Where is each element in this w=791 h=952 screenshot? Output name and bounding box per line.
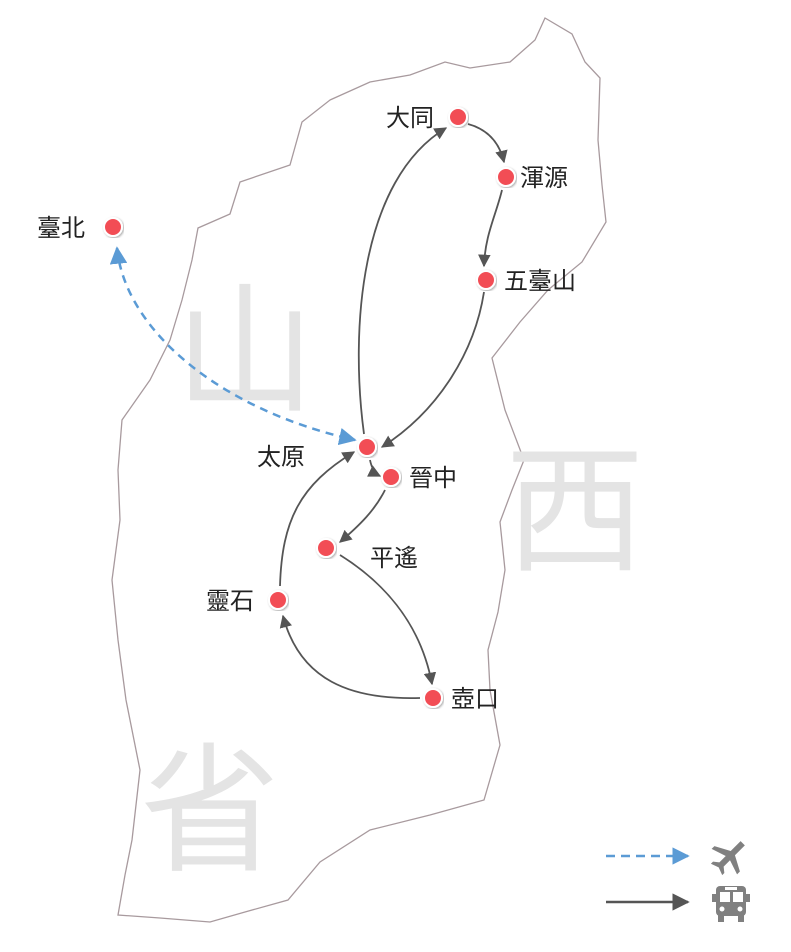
- route-bus: [478, 189, 503, 268]
- city-label: 太原: [257, 443, 305, 471]
- city-dot[interactable]: [496, 167, 516, 187]
- province-watermark-char: 山: [175, 271, 315, 434]
- city-dot[interactable]: [423, 688, 443, 708]
- bus-icon: [712, 886, 750, 922]
- city-dot[interactable]: [357, 437, 377, 457]
- route-bus: [339, 554, 437, 686]
- city-dot[interactable]: [268, 590, 288, 610]
- city-marker[interactable]: 晉中: [381, 464, 457, 492]
- route-bus: [467, 123, 508, 164]
- city-label: 五臺山: [504, 267, 576, 295]
- city-label: 渾源: [520, 164, 568, 192]
- route-bus: [339, 489, 386, 543]
- city-marker[interactable]: 臺北: [37, 214, 123, 242]
- city-dot[interactable]: [103, 217, 123, 237]
- route-bus: [279, 451, 356, 587]
- legend: [606, 841, 750, 922]
- city-dot[interactable]: [316, 538, 336, 558]
- city-marker[interactable]: 平遙: [316, 538, 418, 572]
- route-flight: [109, 246, 357, 446]
- city-dot[interactable]: [476, 270, 496, 290]
- province-watermark-char: 省: [140, 731, 280, 894]
- airplane-icon: [710, 841, 745, 876]
- city-dot[interactable]: [448, 107, 468, 127]
- city-dot[interactable]: [381, 467, 401, 487]
- city-marker[interactable]: 靈石: [206, 587, 288, 615]
- city-label: 晉中: [409, 464, 457, 492]
- city-marker[interactable]: 大同: [386, 104, 468, 132]
- route-bus: [380, 291, 485, 448]
- city-marker[interactable]: 渾源: [496, 164, 568, 192]
- route-bus: [357, 127, 448, 435]
- city-marker[interactable]: 壺口: [423, 685, 499, 713]
- route-bus: [279, 614, 421, 699]
- city-label: 大同: [386, 104, 434, 132]
- route-bus: [367, 459, 382, 477]
- city-label: 壺口: [451, 685, 499, 713]
- city-label: 平遙: [370, 544, 418, 572]
- city-label: 臺北: [37, 214, 85, 242]
- city-label: 靈石: [206, 587, 254, 615]
- city-marker[interactable]: 太原: [257, 437, 377, 471]
- province-watermark-char: 西: [505, 431, 645, 594]
- city-marker[interactable]: 五臺山: [476, 267, 576, 295]
